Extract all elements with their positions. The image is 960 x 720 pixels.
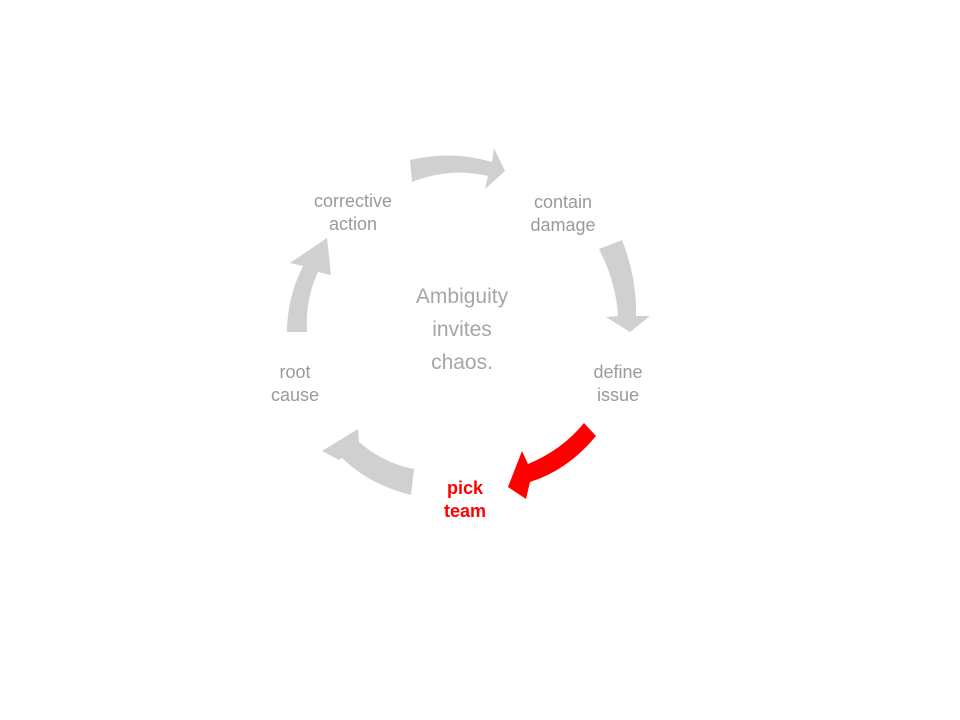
step-define-issue: define issue: [568, 361, 668, 407]
step-label-line: action: [328, 214, 378, 234]
step-label-line: team: [443, 501, 487, 521]
step-contain-damage: contain damage: [513, 191, 613, 237]
step-corrective-action: corrective action: [293, 190, 413, 236]
step-label-line: cause: [270, 385, 320, 405]
step-label-line: corrective: [313, 191, 393, 211]
center-line: invites: [432, 318, 492, 341]
step-label-line: pick: [446, 478, 484, 498]
center-statement: Ambiguity invites chaos.: [382, 280, 542, 379]
arrow-root-to-corrective: [287, 238, 331, 332]
arrow-contain-to-define: [599, 240, 650, 332]
step-root-cause: root cause: [245, 361, 345, 407]
center-line: chaos.: [431, 351, 493, 374]
step-pick-team: pick team: [415, 477, 515, 523]
step-label-line: damage: [530, 215, 596, 235]
step-label-line: contain: [533, 192, 593, 212]
step-label-line: issue: [596, 385, 640, 405]
arrow-pick-to-root: [322, 429, 414, 495]
step-label-line: root: [279, 362, 311, 382]
arrow-corrective-to-contain: [410, 148, 505, 189]
step-label-line: define: [593, 362, 643, 382]
center-line: Ambiguity: [415, 285, 509, 308]
arrow-define-to-pick: [508, 423, 596, 499]
